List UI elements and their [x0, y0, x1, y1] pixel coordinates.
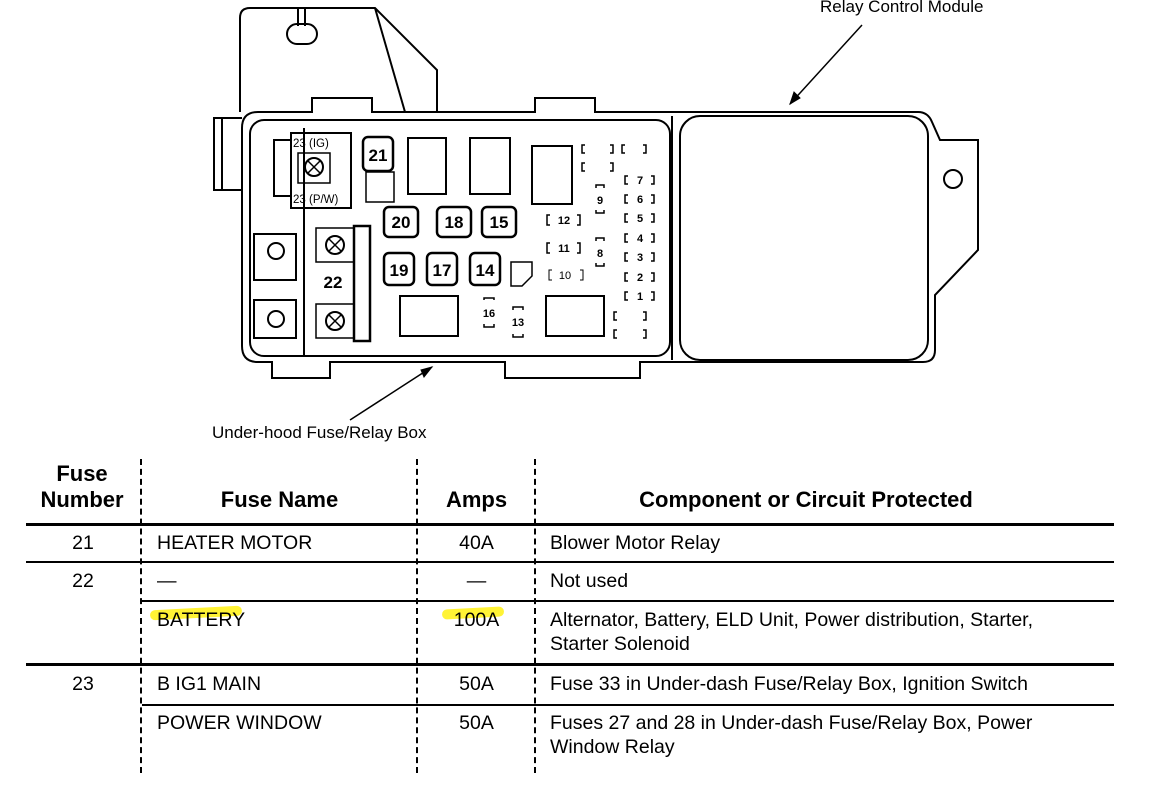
header-component: Component or Circuit Protected	[639, 487, 973, 512]
relay-control-module-label: Relay Control Module	[820, 0, 984, 16]
fuse-20	[382, 205, 420, 239]
fuse-17-label: 17	[433, 261, 452, 280]
fuse-13-label: 13	[512, 317, 524, 329]
cell-component: Fuse 33 in Under-dash Fuse/Relay Box, Ig…	[550, 673, 1028, 695]
cell-fuse-name: B IG1 MAIN	[157, 673, 262, 695]
fuse-23-ig-label: 23 (IG)	[293, 138, 329, 150]
mounting-tab	[239, 7, 438, 112]
fuse-14-label: 14	[476, 261, 495, 280]
fuse-22-bar	[352, 224, 372, 343]
cell-fuse-number: 21	[72, 532, 94, 554]
fuse-23-pw-label: 23 (P/W)	[293, 194, 339, 206]
column-divider	[140, 459, 142, 773]
cell-amps: —	[466, 570, 487, 592]
fuse-8-label: 8	[597, 248, 603, 260]
fuse-22-label: 22	[324, 273, 343, 292]
cell-component: Blower Motor Relay	[550, 532, 721, 554]
fuse-table: Fuse Number Fuse Name Amps Component or …	[0, 455, 1168, 793]
fuse-3-label: 3	[637, 252, 643, 264]
relay-control-module-outline	[679, 115, 929, 361]
header-fuse-number: Fuse Number	[22, 461, 142, 513]
fuse-21-label: 21	[369, 146, 388, 165]
header-rule	[26, 523, 1114, 526]
mounting-slot	[286, 23, 318, 45]
underhood-box-label: Under-hood Fuse/Relay Box	[212, 423, 427, 442]
cell-component-line2: Starter Solenoid	[550, 633, 690, 655]
cell-fuse-name: POWER WINDOW	[157, 712, 322, 734]
header-fuse-number-line1: Fuse	[56, 461, 108, 486]
cell-fuse-name: BATTERY	[157, 609, 246, 631]
fuse-7-label: 7	[637, 175, 643, 187]
fuse-15	[480, 205, 518, 239]
fuse-5-label: 5	[637, 213, 643, 225]
cell-component: Alternator, Battery, ELD Unit, Power dis…	[550, 609, 1034, 631]
fuse-20-label: 20	[392, 213, 411, 232]
cell-amps: 50A	[459, 712, 494, 734]
fuse-1-label: 1	[637, 291, 643, 303]
cell-amps: 50A	[459, 673, 494, 695]
mount-hole	[943, 169, 963, 189]
cell-fuse-name: —	[157, 570, 177, 592]
fuse-9-label: 9	[597, 195, 603, 207]
fuse-16-label: 16	[483, 308, 495, 320]
fuse-18	[435, 205, 473, 239]
fuse-6-label: 6	[637, 194, 643, 206]
cell-fuse-number: 22	[72, 570, 94, 592]
fuse-10-label: 10	[559, 270, 571, 282]
header-fuse-number-line2: Number	[40, 487, 124, 512]
cell-amps: 40A	[459, 532, 494, 554]
inner-fuse-area	[249, 119, 671, 357]
row-rule	[26, 561, 1114, 563]
column-divider	[534, 459, 536, 773]
cell-component: Fuses 27 and 28 in Under-dash Fuse/Relay…	[550, 712, 1033, 734]
fuse-15-label: 15	[490, 213, 509, 232]
fuse-box-diagram: 23 (IG) 23 (P/W) 21 20 18 15 19 17 14 22…	[212, 0, 984, 442]
fuse-11-label: 11	[558, 243, 570, 255]
header-amps: Amps	[445, 487, 508, 512]
fuse-23-block	[290, 132, 352, 209]
cell-component: Not used	[550, 570, 629, 592]
fuse-18-label: 18	[445, 213, 464, 232]
box-outline	[241, 97, 979, 379]
cell-component-line2: Window Relay	[550, 736, 675, 758]
fuse-21	[361, 135, 395, 173]
fuse-19-label: 19	[390, 261, 409, 280]
fuse-box-drawing: 23 (IG) 23 (P/W) 21 20 18 15 19 17 14 22…	[213, 7, 979, 421]
cell-fuse-name: HEATER MOTOR	[157, 532, 313, 554]
fuse-19	[382, 251, 416, 287]
fuse-4-label: 4	[637, 233, 644, 245]
fuse-14	[468, 251, 502, 287]
cell-fuse-number: 23	[72, 673, 94, 695]
fuse-17	[425, 251, 459, 287]
underhood-box-arrow	[349, 366, 433, 421]
row-rule	[142, 704, 1114, 706]
header-fuse-name: Fuse Name	[220, 487, 339, 512]
row-rule	[26, 663, 1114, 666]
cell-amps: 100A	[453, 609, 500, 631]
row-rule	[142, 600, 1114, 602]
relay-module-arrow	[789, 24, 863, 105]
column-divider	[416, 459, 418, 773]
fuse-12-label: 12	[558, 215, 570, 227]
fuse-2-label: 2	[637, 272, 643, 284]
